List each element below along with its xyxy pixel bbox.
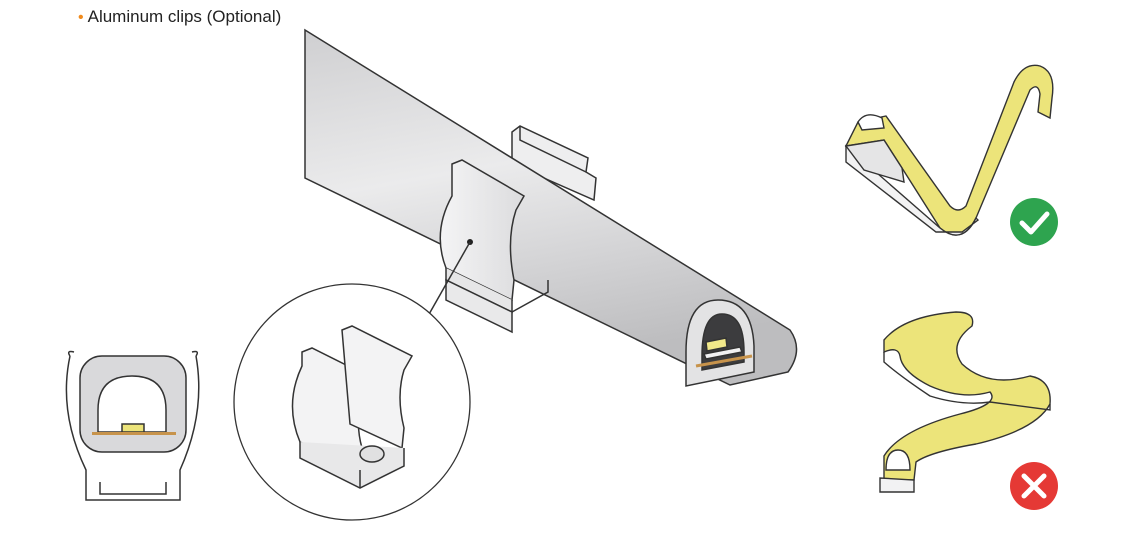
incorrect-badge [1010, 462, 1058, 510]
check-icon [1019, 211, 1050, 235]
cross-section [65, 350, 200, 501]
caption-bullet: • [78, 9, 84, 26]
caption: •Aluminum clips (Optional) [78, 7, 281, 27]
front-clip [427, 159, 549, 334]
incorrect-bend-illustration [879, 311, 1051, 493]
caption-text: Aluminum clips (Optional) [87, 7, 282, 26]
neon-tube [304, 28, 798, 387]
correct-badge [1010, 198, 1058, 246]
zoom-detail [233, 283, 471, 521]
cross-icon [1021, 473, 1047, 499]
correct-bend-illustration [844, 64, 1054, 236]
